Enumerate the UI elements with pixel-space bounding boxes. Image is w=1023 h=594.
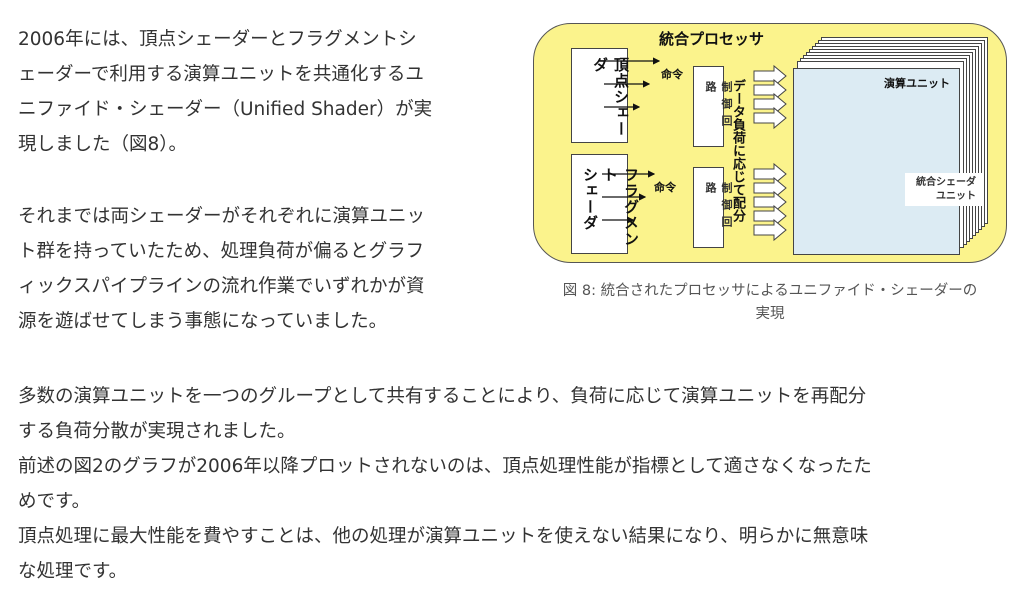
text-line: 現しました（図8）。 bbox=[18, 134, 188, 155]
control-circuit-box: 制御回路 bbox=[693, 66, 733, 147]
command-label: 命令 bbox=[654, 181, 676, 194]
vertex-shader-scroll: 頂点シェーダ bbox=[571, 48, 630, 143]
text-line: ニファイド・シェーダー（Unified Shader）が実 bbox=[18, 99, 433, 120]
label-line: 統合シェーダ bbox=[916, 177, 976, 188]
figure-caption: 図 8: 統合されたプロセッサによるユニファイド・シェーダーの 実現 bbox=[530, 280, 1010, 326]
control-circuit-box: 制御回路 bbox=[693, 167, 733, 248]
arrows bbox=[602, 57, 787, 242]
text-line: 頂点処理に最大性能を費やすことは、他の処理が演算ユニットを使えない結果になり、明… bbox=[18, 526, 869, 547]
text-line: ェーダーで利用する演算ユニットを共通化するユ bbox=[18, 64, 424, 85]
text-line: 2006年には、頂点シェーダーとフラグメントシ bbox=[18, 29, 417, 50]
fragment-shader-label: シェーダ bbox=[581, 167, 599, 231]
label-line: ユニット bbox=[936, 191, 976, 202]
text-line: ィックスパイプラインの流れ作業でいずれかが資 bbox=[18, 276, 425, 297]
text-line: な処理です。 bbox=[18, 561, 128, 582]
control-circuit-label: 制御回路 bbox=[704, 81, 733, 132]
paragraph-2: それまでは両シェーダーがそれぞれに演算ユニッ ト群を持っていたため、処理負荷が偏… bbox=[18, 199, 425, 339]
fragment-shader-scroll: フラグメント シェーダ bbox=[571, 154, 640, 254]
caption-line: 図 8: 統合されたプロセッサによるユニファイド・シェーダーの bbox=[562, 283, 978, 299]
text-line: 多数の演算ユニットを一つのグループとして共有することにより、負荷に応じて演算ユニ… bbox=[18, 386, 867, 407]
unified-shader-unit-label: 統合シェーダ ユニット bbox=[905, 173, 982, 206]
command-label: 命令 bbox=[661, 68, 683, 81]
text-line: ト群を持っていたため、処理負荷が偏るとグラフ bbox=[18, 241, 425, 262]
control-circuit-label: 制御回路 bbox=[704, 182, 733, 233]
diagram-title: 統合プロセッサ bbox=[659, 30, 765, 48]
paragraph-1: 2006年には、頂点シェーダーとフラグメントシ ェーダーで利用する演算ユニットを… bbox=[18, 22, 432, 162]
text-line: する負荷分散が実現されました。 bbox=[18, 421, 296, 442]
text-line: それまでは両シェーダーがそれぞれに演算ユニッ bbox=[18, 206, 426, 227]
text-line: 前述の図2のグラフが2006年以降プロットされないのは、頂点処理性能が指標として… bbox=[18, 456, 872, 477]
paragraph-3: 多数の演算ユニットを一つのグループとして共有することにより、負荷に応じて演算ユニ… bbox=[18, 379, 872, 589]
compute-unit-label: 演算ユニット bbox=[884, 77, 950, 90]
compute-unit-box: 演算ユニット 統合シェーダ ユニット bbox=[793, 68, 982, 255]
caption-line: 実現 bbox=[755, 306, 785, 322]
unified-processor-diagram: 統合プロセッサ 頂点シェーダ フラグメント シェーダ 命令 命令 制御回路 制御… bbox=[533, 23, 1007, 263]
distribution-label: データ負荷に応じて配分 bbox=[730, 79, 745, 222]
text-line: 源を遊ばせてしまう事態になっていました。 bbox=[18, 311, 388, 332]
fragment-shader-label: フラグメント bbox=[601, 167, 640, 247]
text-line: めです。 bbox=[18, 491, 91, 512]
